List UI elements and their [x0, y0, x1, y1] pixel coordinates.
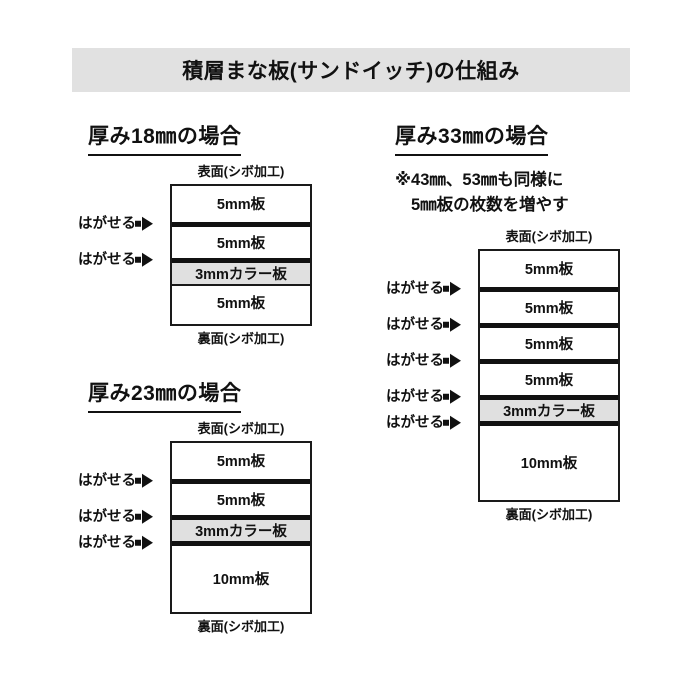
- layer-33mm-6: 10mm板: [480, 420, 618, 500]
- section-heading-18mm: 厚み18㎜の場合: [88, 120, 242, 156]
- layer-18mm-3: 3mmカラー板: [172, 257, 310, 284]
- top-face-label-18mm: 表面(シボ加工): [197, 164, 285, 179]
- peelable-label: はがせる: [78, 251, 136, 268]
- peelable-label: はがせる: [78, 508, 136, 525]
- arrow-right-icon: [450, 390, 461, 405]
- diagram-title-bar: 積層まな板(サンドイッチ)の仕組み: [72, 48, 630, 92]
- arrow-tail-icon: [443, 286, 449, 293]
- arrow-tail-icon: [443, 394, 449, 401]
- peelable-marker-33mm-4: はがせる: [386, 390, 461, 405]
- peelable-label: はがせる: [78, 534, 136, 551]
- peelable-label: はがせる: [78, 215, 136, 232]
- arrow-tail-icon: [443, 358, 449, 365]
- arrow-tail-icon: [443, 420, 449, 427]
- top-face-label-23mm: 表面(シボ加工): [197, 421, 285, 436]
- bottom-face-label-18mm: 裏面(シボ加工): [197, 330, 285, 346]
- layer-33mm-1: 5mm板: [480, 250, 618, 287]
- arrow-tail-icon: [135, 540, 141, 547]
- layer-23mm-2: 5mm板: [172, 478, 310, 515]
- top-face-label-33mm: 表面(シボ加工): [505, 229, 593, 244]
- arrow-tail-icon: [135, 514, 141, 521]
- layer-33mm-2: 5mm板: [480, 286, 618, 323]
- layer-23mm-1: 5mm板: [172, 442, 310, 479]
- arrow-tail-icon: [135, 257, 141, 264]
- arrow-right-icon: [142, 253, 153, 268]
- arrow-right-icon: [142, 217, 153, 232]
- layer-33mm-4: 5mm板: [480, 358, 618, 395]
- layer-18mm-4: 5mm板: [172, 283, 310, 320]
- arrow-right-icon: [142, 536, 153, 551]
- arrow-right-icon: [450, 282, 461, 297]
- arrow-right-icon: [142, 474, 153, 489]
- layer-18mm-2: 5mm板: [172, 221, 310, 258]
- note-line-2: 5㎜板の枚数を増やす: [411, 195, 569, 214]
- arrow-tail-icon: [135, 221, 141, 228]
- peelable-label: はがせる: [386, 280, 444, 297]
- peelable-label: はがせる: [386, 388, 444, 405]
- peelable-marker-33mm-5: はがせる: [386, 416, 461, 431]
- section-heading-23mm: 厚み23㎜の場合: [88, 377, 242, 413]
- peelable-label: はがせる: [386, 414, 444, 431]
- arrow-right-icon: [450, 318, 461, 333]
- arrow-right-icon: [450, 354, 461, 369]
- layer-33mm-3: 5mm板: [480, 322, 618, 359]
- peelable-marker-18mm-2: はがせる: [78, 253, 153, 268]
- bottom-face-label-33mm: 裏面(シボ加工): [505, 506, 593, 522]
- layer-23mm-3: 3mmカラー板: [172, 514, 310, 541]
- arrow-tail-icon: [443, 322, 449, 329]
- arrow-tail-icon: [135, 478, 141, 485]
- section-heading-33mm: 厚み33㎜の場合: [395, 120, 549, 156]
- layer-23mm-4: 10mm板: [172, 540, 310, 612]
- peelable-marker-23mm-1: はがせる: [78, 474, 153, 489]
- note-line-1: ※43㎜、53㎜も同様に: [395, 171, 564, 189]
- peelable-label: はがせる: [78, 472, 136, 489]
- peelable-marker-18mm-1: はがせる: [78, 217, 153, 232]
- peelable-marker-33mm-2: はがせる: [386, 318, 461, 333]
- peelable-marker-23mm-3: はがせる: [78, 536, 153, 551]
- peelable-marker-33mm-3: はがせる: [386, 354, 461, 369]
- layer-33mm-5: 3mmカラー板: [480, 394, 618, 421]
- bottom-face-label-23mm: 裏面(シボ加工): [197, 618, 285, 634]
- peelable-marker-23mm-2: はがせる: [78, 510, 153, 525]
- arrow-right-icon: [142, 510, 153, 525]
- peelable-label: はがせる: [386, 316, 444, 333]
- section-note-33mm: ※43㎜、53㎜も同様に 5㎜板の枚数を増やす: [395, 168, 569, 218]
- peelable-marker-33mm-1: はがせる: [386, 282, 461, 297]
- layer-18mm-1: 5mm板: [172, 185, 310, 222]
- page-title: 積層まな板(サンドイッチ)の仕組み: [182, 60, 520, 83]
- arrow-right-icon: [450, 416, 461, 431]
- peelable-label: はがせる: [386, 352, 444, 369]
